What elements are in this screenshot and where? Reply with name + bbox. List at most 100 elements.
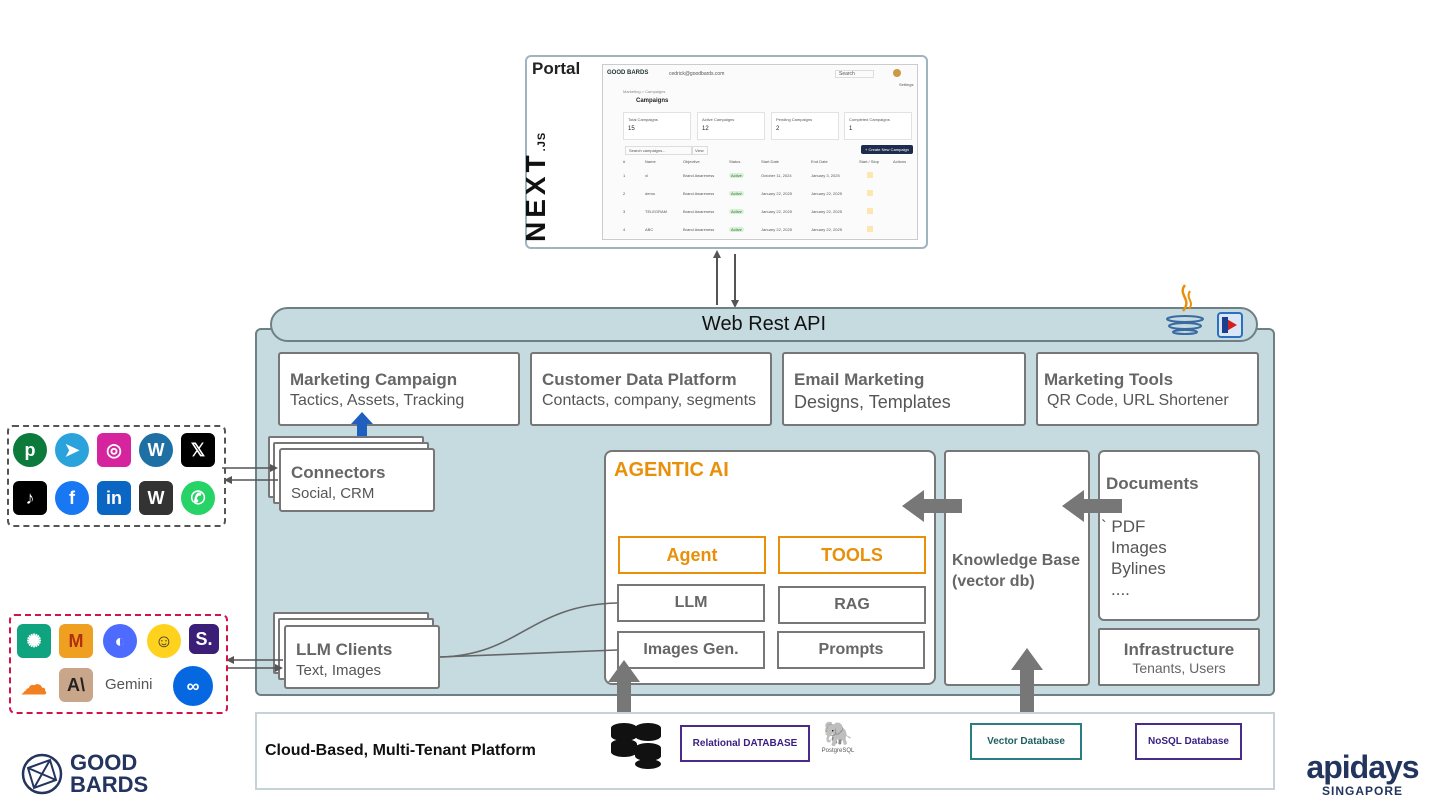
stat-card: Pending Campaigns 2 bbox=[771, 112, 839, 140]
kb-to-agentic-arrow bbox=[902, 490, 962, 522]
facebook-icon: f bbox=[55, 481, 89, 515]
meta-icon: ∞ bbox=[173, 666, 213, 706]
table-cell: Brand Awareness bbox=[683, 209, 715, 214]
table-cell: 3 bbox=[623, 209, 626, 214]
shot-search-campaigns[interactable]: Search campaigns... bbox=[625, 146, 693, 155]
vectordb-up-arrow bbox=[1011, 648, 1043, 730]
table-cell: Active bbox=[729, 209, 744, 214]
doc-item-pdf: ` PDF bbox=[1101, 517, 1146, 536]
doc-item-bylines: Bylines bbox=[1111, 559, 1166, 578]
linkedin-icon: in bbox=[97, 481, 131, 515]
shot-settings[interactable]: Settings bbox=[899, 82, 914, 87]
agent-box[interactable]: Agent bbox=[618, 536, 766, 574]
nosql-database-tag[interactable]: NoSQL Database bbox=[1135, 723, 1242, 760]
stat-card: Completed Campaigns 1 bbox=[844, 112, 912, 140]
table-header-cell: Status bbox=[729, 159, 741, 164]
table-cell: January 22, 2025 bbox=[761, 227, 792, 232]
documents-list: ` PDF Images Bylines .... bbox=[1101, 516, 1167, 600]
goodbards-logo: GOOD BARDS bbox=[20, 752, 165, 798]
shot-create-button[interactable]: + Create New Campaign bbox=[861, 145, 913, 154]
openai-icon: ✺ bbox=[17, 624, 51, 658]
pinterest-like-icon: p bbox=[13, 433, 47, 467]
table-cell: Brand Awareness bbox=[683, 173, 715, 178]
table-cell: January 22, 2025 bbox=[811, 191, 842, 196]
blue-up-arrow bbox=[351, 412, 373, 440]
knowledge-base-box[interactable]: Knowledge Base (vector db) bbox=[944, 450, 1090, 686]
shot-view-button[interactable]: View bbox=[691, 146, 708, 155]
table-cell: 4 bbox=[623, 227, 626, 232]
brand-line1: GOOD bbox=[70, 750, 138, 775]
table-cell: October 11, 2024 bbox=[761, 173, 792, 178]
infrastructure-box[interactable]: Infrastructure Tenants, Users bbox=[1098, 628, 1260, 686]
llm-box[interactable]: LLM bbox=[617, 584, 765, 622]
apidays-city: SINGAPORE bbox=[1321, 784, 1403, 798]
table-cell: xl bbox=[645, 173, 648, 178]
infrastructure-title: Infrastructure bbox=[1123, 640, 1235, 659]
tools-box[interactable]: TOOLS bbox=[778, 536, 926, 574]
shot-breadcrumb: Marketing > Campaigns bbox=[623, 89, 666, 94]
table-header-cell: Start / Stop bbox=[859, 159, 880, 164]
web-rest-api-bar: Web Rest API bbox=[270, 307, 1258, 342]
relational-database-tag[interactable]: Relational DATABASE bbox=[680, 725, 810, 762]
infrastructure-subtitle: Tenants, Users bbox=[1132, 660, 1226, 676]
stat-card: Total Campaigns 15 bbox=[623, 112, 691, 140]
shot-account: cedrick@goodbards.com bbox=[669, 71, 725, 77]
vector-database-tag[interactable]: Vector Database bbox=[970, 723, 1082, 760]
mistral-icon: M bbox=[59, 624, 93, 658]
table-cell: Active bbox=[729, 227, 744, 232]
rag-box[interactable]: RAG bbox=[778, 586, 926, 624]
wordpress-icon: W bbox=[139, 433, 173, 467]
table-cell: TELEGRAM bbox=[645, 209, 668, 214]
shot-search[interactable]: Search bbox=[835, 70, 874, 78]
images-gen-box[interactable]: Images Gen. bbox=[617, 631, 765, 669]
database-stack-icon bbox=[611, 723, 661, 769]
java-icon bbox=[1163, 281, 1207, 335]
anthropic-icon: A\ bbox=[59, 668, 93, 702]
stat-card: Active Campaigns 12 bbox=[697, 112, 765, 140]
knowledge-base-subtitle: (vector db) bbox=[952, 573, 1035, 590]
postgresql-icon: 🐘 PostgreSQL bbox=[821, 721, 855, 755]
instagram-icon: ◎ bbox=[97, 433, 131, 467]
prompts-box[interactable]: Prompts bbox=[777, 631, 925, 669]
social-integrations-group: p ➤ ◎ W 𝕏 ♪ f in W ✆ bbox=[7, 425, 226, 527]
start-stop-toggle[interactable] bbox=[867, 226, 873, 232]
docs-to-kb-arrow bbox=[1062, 490, 1122, 522]
table-cell: Brand Awareness bbox=[683, 191, 715, 196]
relational-up-arrow bbox=[608, 660, 640, 722]
table-cell: demo bbox=[645, 191, 656, 196]
huggingface-icon: ☺ bbox=[147, 624, 181, 658]
agentic-ai-title: AGENTIC AI bbox=[614, 459, 729, 481]
documents-box[interactable]: Documents ` PDF Images Bylines .... bbox=[1098, 450, 1260, 621]
wordpress-dark-icon: W bbox=[139, 481, 173, 515]
table-header-cell: # bbox=[623, 159, 626, 164]
x-icon: 𝕏 bbox=[181, 433, 215, 467]
table-header-cell: Actions bbox=[893, 159, 907, 164]
shot-avatar[interactable] bbox=[893, 69, 901, 77]
whatsapp-icon: ✆ bbox=[181, 481, 215, 515]
table-cell: January 22, 2025 bbox=[811, 209, 842, 214]
tiktok-icon: ♪ bbox=[13, 481, 47, 515]
portal-screenshot: GOOD BARDS cedrick@goodbards.com Search … bbox=[602, 64, 918, 240]
apidays-name: apidays bbox=[1306, 749, 1419, 785]
table-header-cell: End Date bbox=[811, 159, 828, 164]
table-cell: January 22, 2025 bbox=[761, 209, 792, 214]
api-portal-arrows bbox=[713, 250, 739, 308]
apidays-logo: apidays SINGAPORE bbox=[1290, 750, 1435, 800]
start-stop-toggle[interactable] bbox=[867, 172, 873, 178]
table-header-cell: Name bbox=[645, 159, 656, 164]
doc-item-images: Images bbox=[1111, 538, 1167, 557]
telegram-icon: ➤ bbox=[55, 433, 89, 467]
brand-line2: BARDS bbox=[70, 772, 149, 797]
shot-page-title: Campaigns bbox=[636, 98, 669, 104]
table-header-cell: Objective bbox=[683, 159, 700, 164]
start-stop-toggle[interactable] bbox=[867, 190, 873, 196]
start-stop-toggle[interactable] bbox=[867, 208, 873, 214]
documents-title: Documents bbox=[1106, 474, 1199, 493]
stability-icon: S. bbox=[189, 624, 219, 654]
